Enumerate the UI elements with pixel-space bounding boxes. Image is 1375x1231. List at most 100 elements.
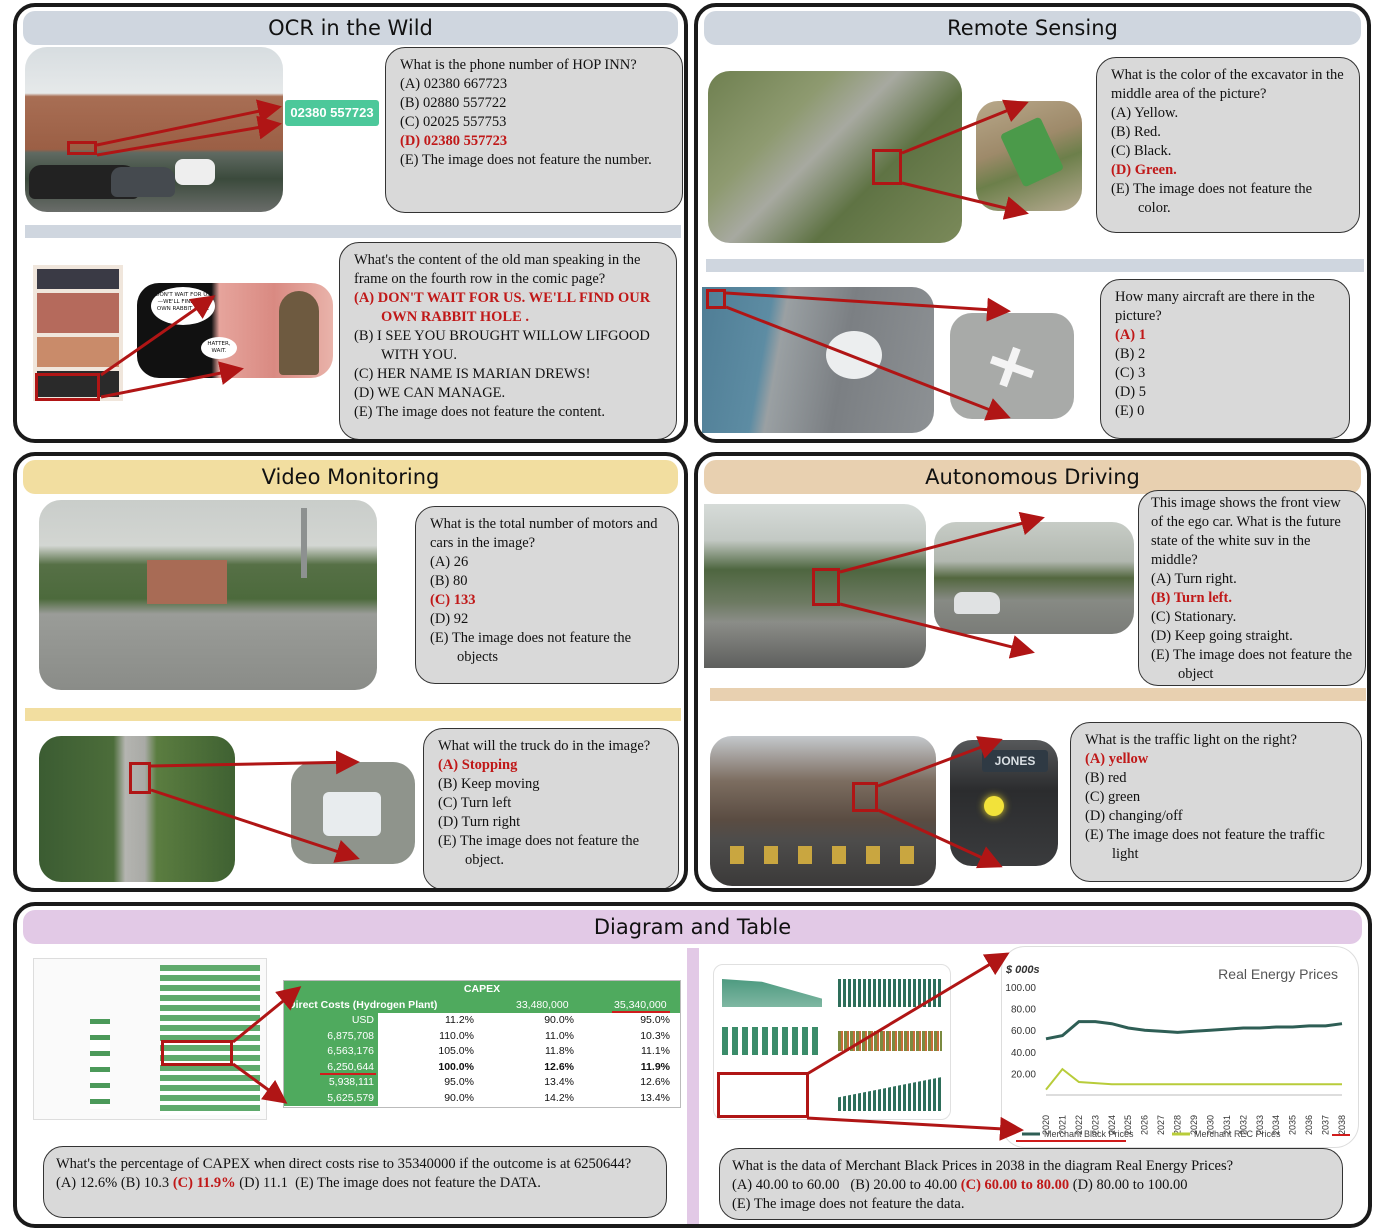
option: (B) 20.00 to 40.00 [850,1177,958,1193]
question-box: What is the color of the excavator in th… [1096,57,1360,233]
city-street-photo [710,736,936,886]
cell: 11.2% [445,1014,474,1026]
cell: 11.8% [545,1045,574,1057]
option: (E) The image does not feature the objec… [438,833,640,868]
excavator-shape [999,116,1065,188]
x-tick-label: 2036 [1304,1115,1314,1135]
option: (A) 26 [430,554,469,570]
suv-shape [954,592,1000,614]
question-text: What's the content of the old man speaki… [354,252,641,287]
option: (C) Black. [1111,143,1172,159]
question-text: What is the traffic light on the right? [1085,732,1297,748]
answer-option: (A) Stopping [438,757,518,773]
series-line [1045,1020,1343,1041]
cell: 90.0% [544,1014,574,1026]
cell: 14.2% [544,1091,574,1104]
spreadsheet-thumbnail [33,958,267,1120]
section-divider [710,688,1366,701]
sign: JONES [982,750,1048,772]
building-shape [147,560,227,604]
y-tick-label: 20.00 [1011,1069,1036,1080]
answer-option: (A) yellow [1085,751,1149,767]
option: (D) 5 [1115,384,1147,400]
answer-option: (C) 11.9% [172,1175,236,1191]
question-box: How many aircraft are there in the pictu… [1100,279,1350,439]
option: (A) Turn right. [1151,571,1237,587]
x-tick-label: 2037 [1321,1115,1331,1135]
option: (E) 0 [1115,403,1145,419]
option: (D) Keep going straight. [1151,628,1293,644]
table-body: USD 11.2% 90.0% 95.0% 6,875,708 110.0% 1… [284,1013,680,1107]
table-row: 6,250,644 100.0% 12.6% 11.9% [284,1059,680,1075]
option: (D) WE CAN MANAGE. [354,385,506,401]
question-text: What will the truck do in the image? [438,738,651,754]
option: (E) The image does not feature the color… [1111,181,1313,216]
stadium-shape [826,331,882,379]
truck-crop [291,762,415,864]
row-label: 6,250,644 [284,1059,378,1075]
car-shape [175,159,215,185]
option: (C) HER NAME IS MARIAN DREWS! [354,366,591,382]
option: (B) 02880 557722 [400,95,507,111]
road-marking [730,846,916,864]
truck-shape [323,792,381,836]
y-tick-label: 40.00 [1011,1048,1036,1059]
option: (E) The image does not feature the numbe… [400,152,652,168]
option: (A) 02380 667723 [400,76,508,92]
harbor-photo [702,287,934,433]
y-tick-label: 80.00 [1011,1005,1036,1016]
row-label: 5,625,579 [284,1090,378,1106]
options-line: (A) 40.00 to 60.00 (B) 20.00 to 40.00 (C… [732,1176,1330,1195]
x-tick-label: 2035 [1288,1115,1298,1135]
x-tick-label: 2020 [1041,1115,1051,1135]
mini-chart [838,1031,942,1051]
cell: 10.3% [640,1029,670,1042]
section-divider [25,225,681,238]
autonomous-driving-panel: Autonomous Driving This image shows the … [694,452,1371,892]
legend-label: Merchant Black Prices [1044,1129,1134,1139]
highlight-box [717,1072,809,1118]
cell: 95.0% [444,1076,474,1088]
x-tick-label: 2032 [1238,1115,1248,1135]
answer-option: (C) 133 [430,592,476,608]
option: (B) I SEE YOU BROUGHT WILLOW LIFGOOD WIT… [354,328,650,363]
video-monitoring-panel: Video Monitoring What is the total numbe… [13,452,688,892]
option: (B) red [1085,770,1127,786]
question-box: What's the percentage of CAPEX when dire… [43,1146,667,1218]
question-text: This image shows the front view of the e… [1151,495,1341,568]
table-row: USD 11.2% 90.0% 95.0% [284,1013,680,1029]
speech-bubble: HATTER, WAIT. [201,337,237,359]
y-tick-label: 100.00 [1005,983,1036,994]
answer-option: (A) DON'T WAIT FOR US. WE'LL FIND OUR OW… [354,290,651,325]
option: (D) 92 [430,611,469,627]
hotel-photo [25,47,283,212]
mini-chart [838,1077,942,1111]
option: (E) The image does not feature the objec… [1151,647,1353,682]
answer-option: (D) 02380 557723 [400,133,508,149]
mini-chart [722,1027,822,1055]
table-row: 6,875,708 110.0% 11.0% 10.3% [284,1028,680,1044]
question-text: How many aircraft are there in the pictu… [1115,289,1315,324]
car-shape [111,167,175,197]
option: (C) Stationary. [1151,609,1237,625]
aircraft-crop [950,313,1074,419]
highlight-box [35,373,100,401]
comic-crop: DON'T WAIT FOR US—WE'LL FIND OUR OWN RAB… [137,283,333,378]
question-text: What is the color of the excavator in th… [1111,67,1344,102]
x-tick-label: 2031 [1222,1115,1232,1135]
question-text: What is the total number of motors and c… [430,516,658,551]
option: (B) 2 [1115,346,1146,362]
vertical-divider [687,948,699,1224]
x-tick-label: 2028 [1173,1115,1183,1135]
series-line [1045,1067,1342,1091]
x-tick-label: 2029 [1189,1115,1199,1135]
cell: 13.4% [640,1091,670,1104]
section-divider [25,708,681,721]
phone-crop: 02380 557723 [285,100,379,126]
option: (B) Red. [1111,124,1161,140]
question-box: What is the total number of motors and c… [415,506,679,684]
capex-table: CAPEX Direct Costs (Hydrogen Plant) 33,4… [283,980,681,1108]
cell: 11.0% [545,1029,574,1042]
answer-option: (C) 60.00 to 80.00 [960,1177,1070,1193]
